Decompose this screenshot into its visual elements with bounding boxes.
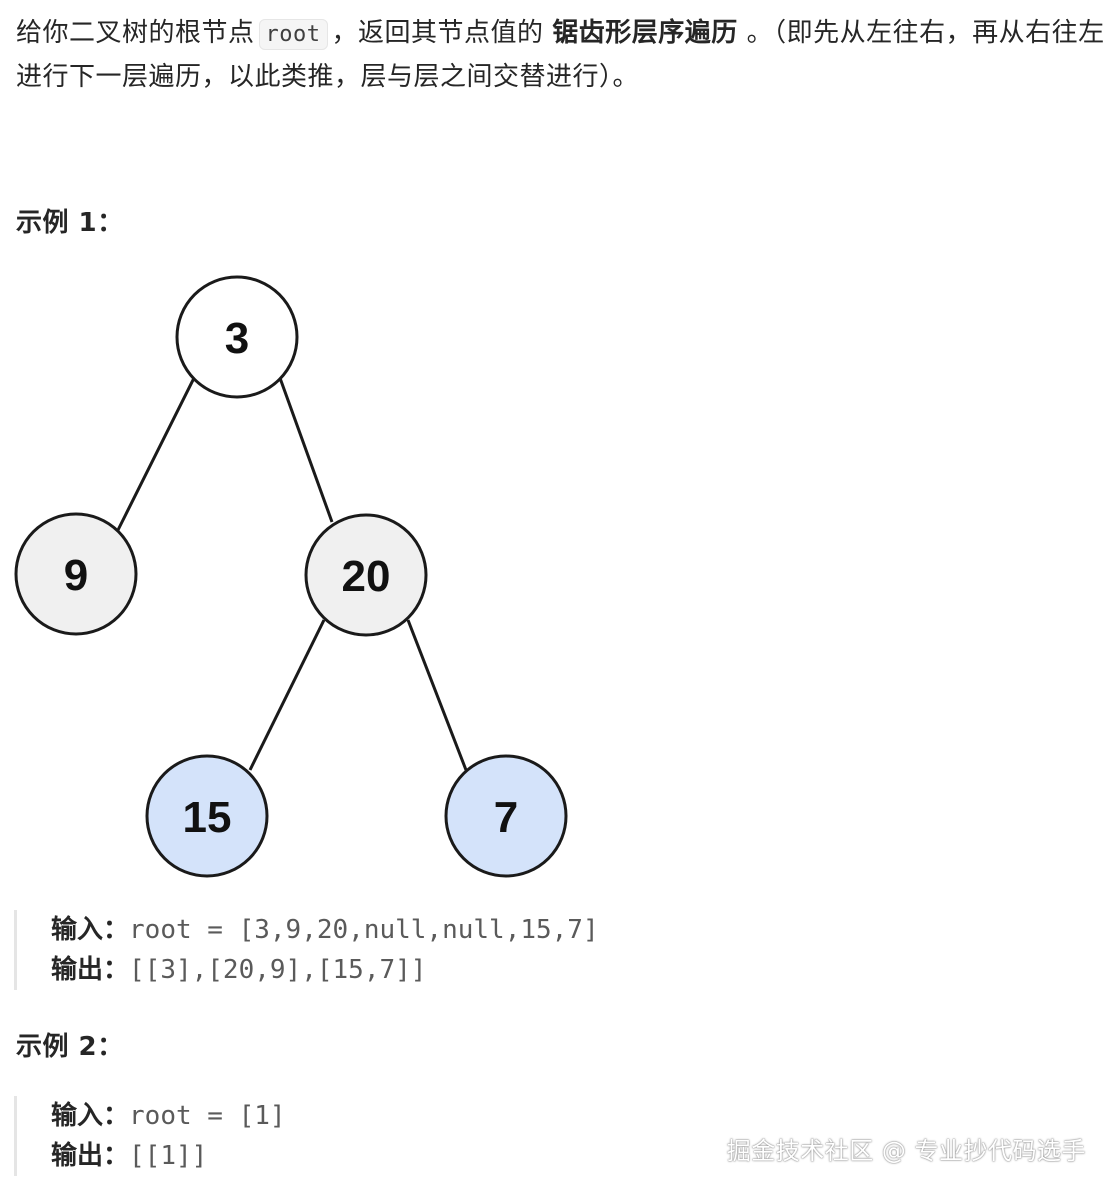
inline-code-root: root — [258, 19, 328, 50]
description-bold-term: 锯齿形层序遍历 — [552, 18, 738, 48]
input-label: 输入： — [51, 1101, 130, 1131]
output-label: 输出： — [51, 1141, 130, 1171]
output-value: [[3],[20,9],[15,7]] — [129, 955, 427, 985]
edge-3-20 — [278, 377, 334, 523]
example-1-title: 示例 1： — [16, 208, 124, 238]
tree-node-9: 9 — [14, 512, 138, 636]
svg-text:20: 20 — [342, 552, 391, 601]
binary-tree-diagram: 3 9 20 15 7 — [14, 275, 568, 878]
edge-20-15 — [248, 619, 326, 771]
description-text-1: 给你二叉树的根节点 — [16, 18, 255, 48]
svg-text:7: 7 — [494, 793, 518, 842]
tree-node-20: 20 — [304, 513, 428, 637]
example-1-output-line: 输出：[[3],[20,9],[15,7]] — [51, 950, 599, 990]
example-2-input-line: 输入：root = [1] — [51, 1096, 286, 1136]
example-2-title: 示例 2： — [16, 1032, 124, 1062]
example-2-io-block: 输入：root = [1] 输出：[[1]] — [14, 1096, 286, 1176]
input-value: root = [1] — [129, 1101, 286, 1131]
edge-20-7 — [406, 619, 468, 771]
output-value: [[1]] — [129, 1141, 208, 1171]
edge-3-9 — [116, 377, 196, 531]
output-label: 输出： — [51, 955, 130, 985]
input-label: 输入： — [51, 915, 130, 945]
tree-node-3: 3 — [175, 275, 299, 399]
example-1-io-block: 输入：root = [3,9,20,null,null,15,7] 输出：[[3… — [14, 910, 599, 990]
description-text-2: ，返回其节点值的 — [331, 18, 544, 48]
tree-node-15: 15 — [145, 754, 269, 878]
svg-text:9: 9 — [64, 551, 88, 600]
example-2-output-line: 输出：[[1]] — [51, 1136, 286, 1176]
description-text-3: 。（即先从左往右，再从右往左进行下一层遍历，以此类推，层与层之间交替进行）。 — [16, 18, 1105, 92]
example-1-input-line: 输入：root = [3,9,20,null,null,15,7] — [51, 910, 599, 950]
svg-text:15: 15 — [183, 793, 232, 842]
tree-node-7: 7 — [444, 754, 568, 878]
input-value: root = [3,9,20,null,null,15,7] — [129, 915, 599, 945]
svg-text:3: 3 — [225, 314, 249, 363]
watermark: 掘金技术社区 @ 专业抄代码选手 — [726, 1137, 1086, 1165]
